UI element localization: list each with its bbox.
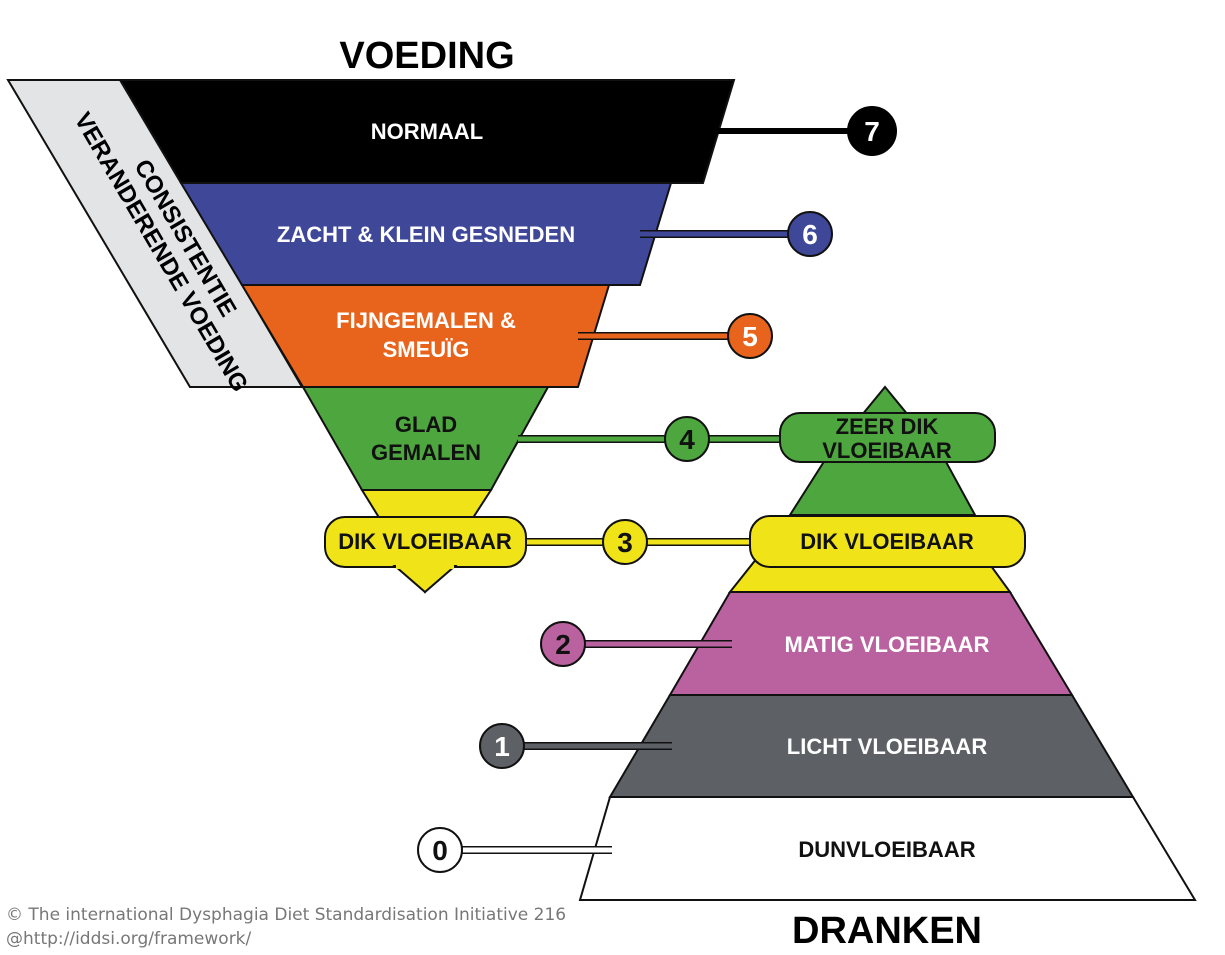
framework-link: @http://iddsi.org/framework/: [6, 929, 252, 949]
level-2-circle: [540, 621, 586, 667]
level-0-number: 0: [432, 835, 448, 866]
level-5-circle: [727, 313, 773, 359]
drink-pill-4: [779, 412, 996, 463]
drink-label-0: DUNVLOEIBAAR: [798, 837, 975, 862]
level-1-number: 1: [494, 731, 510, 762]
level-6-number: 6: [802, 219, 818, 250]
food-label-3: DIK VLOEIBAAR: [338, 529, 512, 554]
food-heading: VOEDING: [339, 35, 514, 77]
level-1-circle: [479, 723, 525, 769]
drinks-heading: DRANKEN: [792, 910, 982, 952]
level-0-circle: [417, 827, 463, 873]
food-label-4-line1: GLAD: [395, 412, 457, 437]
food-pill-3-tip: [392, 565, 458, 594]
drink-pill-3: [749, 515, 1026, 568]
food-pill-3-joint: [396, 563, 454, 569]
copyright-credit: © The international Dysphagia Diet Stand…: [6, 905, 567, 925]
drink-band-4-base: [788, 459, 977, 516]
level-4-number: 4: [679, 424, 695, 455]
food-label-6: ZACHT & KLEIN GESNEDEN: [277, 222, 575, 247]
food-label-5-line1: FIJNGEMALEN &: [336, 308, 516, 333]
drink-label-1: LICHT VLOEIBAAR: [787, 734, 988, 759]
level-6-circle: [787, 211, 833, 257]
food-label-5-line2: SMEUÏG: [383, 337, 470, 362]
food-band-7: [118, 79, 736, 184]
level-5-number: 5: [742, 321, 758, 352]
level-3-number: 3: [617, 527, 633, 558]
level-2-number: 2: [555, 629, 571, 660]
drink-label-3: DIK VLOEIBAAR: [800, 529, 974, 554]
drink-label-2: MATIG VLOEIBAAR: [785, 632, 990, 657]
food-band-5: [240, 284, 611, 388]
level-7-number: 7: [864, 116, 880, 147]
food-band-6: [179, 182, 673, 286]
drink-label-4-line1: ZEER DIK: [836, 414, 939, 439]
food-label-4-line2: GEMALEN: [371, 440, 481, 465]
level-3-circle: [602, 519, 648, 565]
food-label-7: NORMAAL: [371, 119, 483, 144]
food-band-4: [301, 386, 550, 491]
level-7-circle: [847, 106, 897, 156]
drink-label-4-line2: VLOEIBAAR: [822, 438, 952, 463]
level-4-circle: [664, 416, 710, 462]
